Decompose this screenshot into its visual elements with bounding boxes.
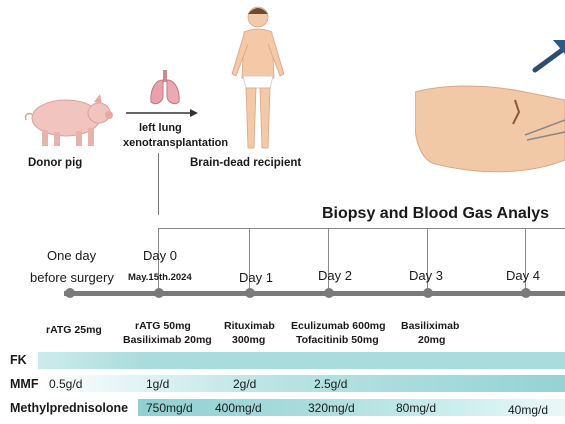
mmf-dose-2: 1g/d bbox=[146, 377, 170, 391]
timeline-line bbox=[64, 291, 565, 296]
day-label-day0: Day 0 bbox=[143, 248, 177, 263]
lung-icon bbox=[150, 70, 180, 105]
mmf-dose-4: 2.5g/d bbox=[314, 377, 348, 391]
mp-bar bbox=[138, 399, 565, 416]
drug-day1-2: 300mg bbox=[232, 334, 266, 346]
drug-day2-1: Eculizumab 600mg bbox=[291, 320, 386, 332]
procedure-arrow bbox=[126, 109, 198, 117]
human-recipient-illustration bbox=[231, 6, 285, 149]
day-label-day2: Day 2 bbox=[318, 268, 352, 283]
timeline-point-day4 bbox=[521, 288, 531, 298]
timeline-point-day1 bbox=[245, 288, 255, 298]
recipient-label: Brain-dead recipient bbox=[190, 157, 302, 169]
timeline-tick-day1 bbox=[249, 228, 250, 292]
drug-day3-1: Basiliximab bbox=[401, 320, 460, 332]
day-label-before-line1: One day bbox=[47, 248, 97, 263]
timeline-tick-day3 bbox=[427, 228, 428, 292]
section-title-bar bbox=[158, 228, 565, 229]
timeline-point-before bbox=[65, 288, 75, 298]
drug-before-1: rATG 25mg bbox=[46, 324, 102, 336]
procedure-label-line1: left lung bbox=[139, 122, 182, 134]
surgery-hand-illustration bbox=[415, 40, 565, 173]
mp-row-label: Methylprednisolone bbox=[10, 401, 129, 415]
drug-day0-2: Basiliximab 20mg bbox=[123, 334, 212, 346]
donor-pig-illustration bbox=[24, 94, 113, 146]
donor-pig-label: Donor pig bbox=[28, 157, 83, 169]
drug-day2-2: Tofacitinib 50mg bbox=[296, 334, 379, 346]
timeline-point-day0 bbox=[154, 288, 164, 298]
mmf-bar bbox=[42, 375, 565, 392]
timeline-tick-day2 bbox=[328, 228, 329, 292]
timeline-point-day2 bbox=[324, 288, 334, 298]
procedure-label-line2: xenotransplantation bbox=[123, 137, 229, 149]
mp-dose-3: 320mg/d bbox=[308, 401, 355, 415]
day-label-day3: Day 3 bbox=[409, 268, 443, 283]
day-label-day4: Day 4 bbox=[506, 268, 540, 283]
mp-dose-2: 400mg/d bbox=[215, 401, 262, 415]
drug-day1-1: Rituximab bbox=[224, 320, 275, 332]
day-label-before-line2: before surgery bbox=[30, 270, 114, 285]
drug-day0-1: rATG 50mg bbox=[135, 320, 191, 332]
drug-day3-2: 20mg bbox=[418, 334, 446, 346]
timeline-point-day3 bbox=[423, 288, 433, 298]
mp-dose-4: 80mg/d bbox=[396, 401, 437, 415]
fk-row-label: FK bbox=[10, 353, 27, 367]
mp-dose-1: 750mg/d bbox=[146, 401, 193, 415]
mmf-dose-1: 0.5g/d bbox=[49, 377, 83, 391]
timeline-tick-day0 bbox=[158, 228, 159, 292]
section-title: Biopsy and Blood Gas Analys bbox=[322, 205, 550, 222]
timeline-tick-day4 bbox=[525, 228, 526, 292]
date-label: May.15th.2024 bbox=[128, 272, 192, 283]
mmf-row-label: MMF bbox=[10, 377, 39, 391]
fk-bar bbox=[38, 352, 565, 369]
vertical-connector bbox=[158, 153, 159, 215]
mp-dose-5: 40mg/d bbox=[508, 403, 549, 417]
mmf-dose-3: 2g/d bbox=[233, 377, 257, 391]
day-label-day1: Day 1 bbox=[239, 270, 273, 285]
